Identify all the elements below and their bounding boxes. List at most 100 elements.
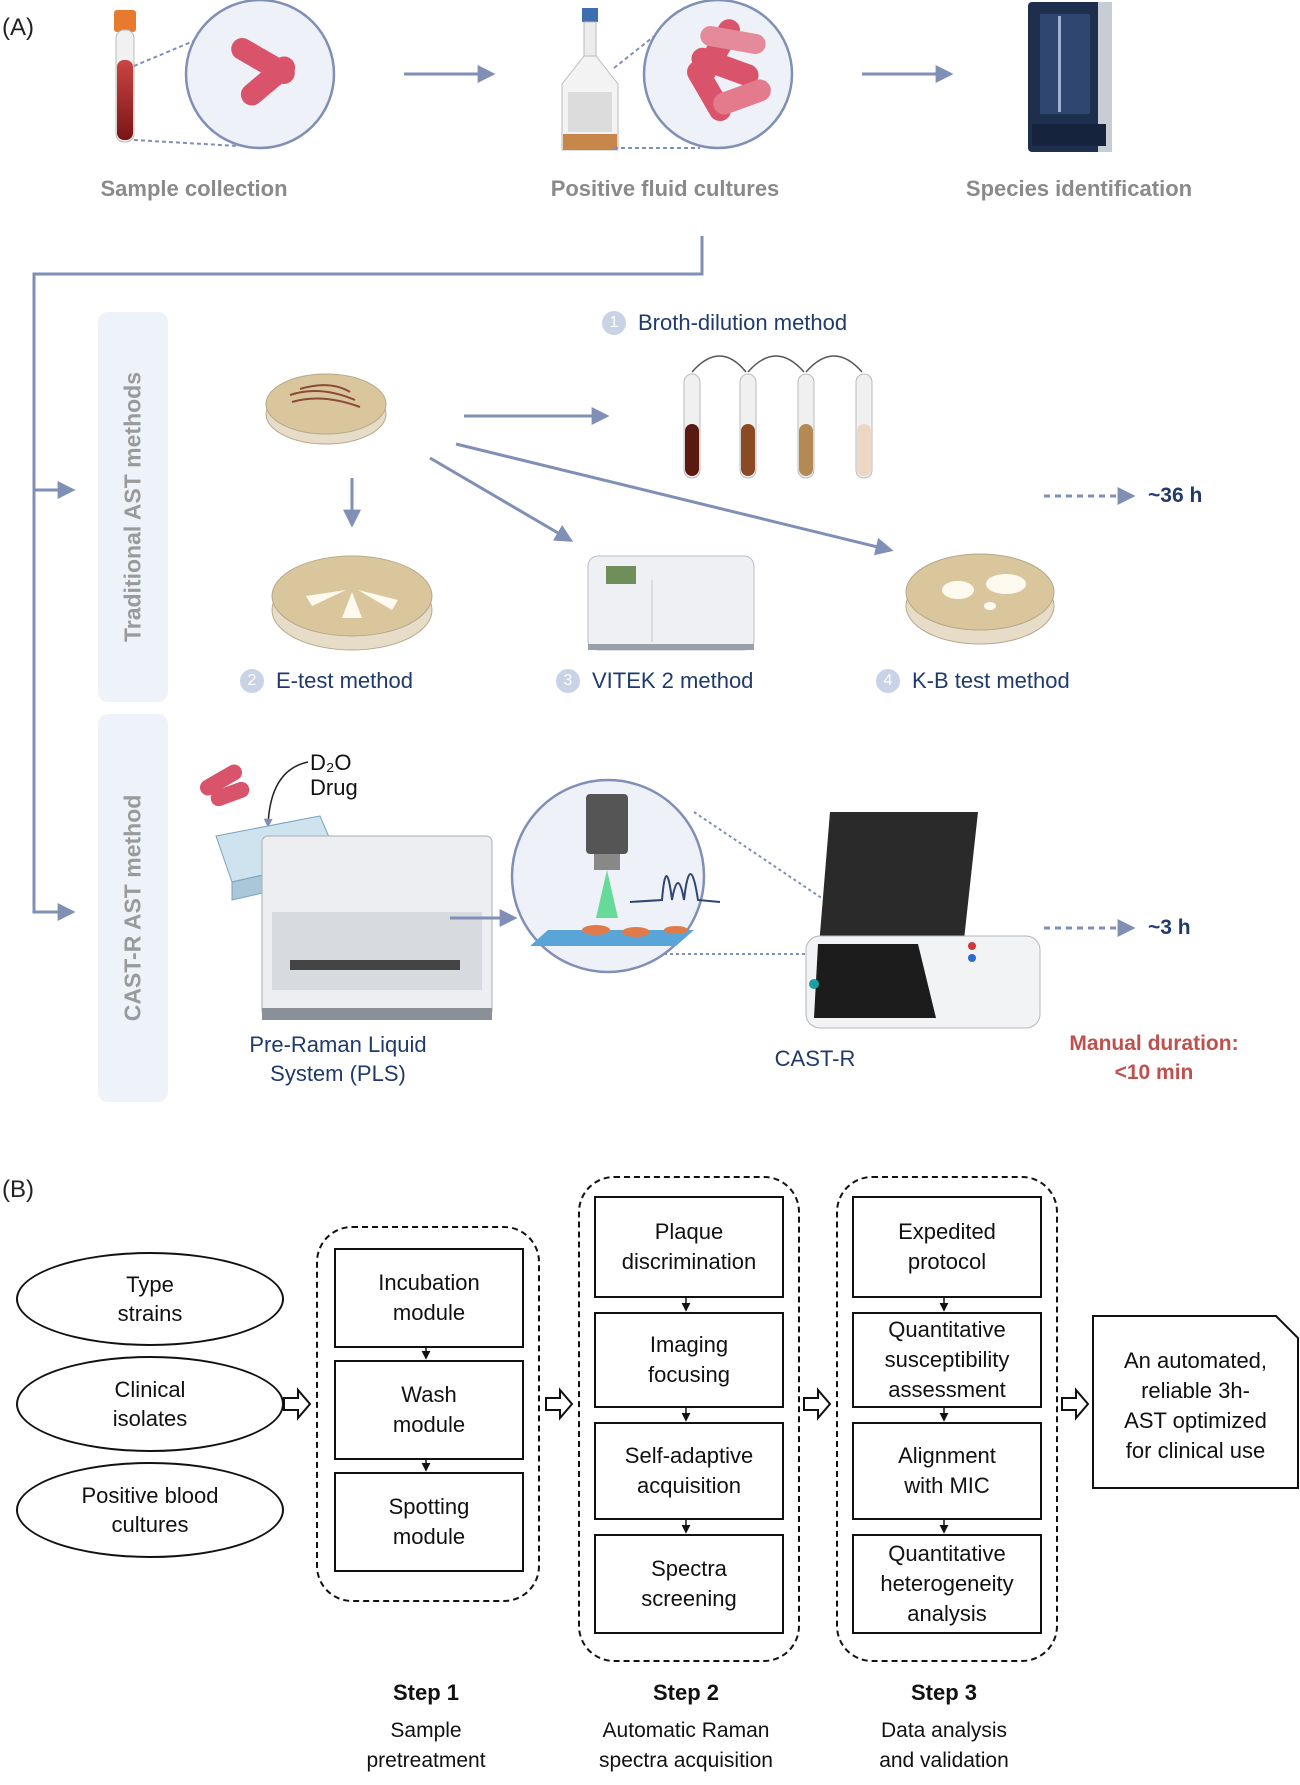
output-line: AST optimized: [1124, 1408, 1267, 1433]
kb-test-dish-icon: [905, 553, 1055, 645]
module-line: Expedited: [898, 1219, 996, 1244]
step1-container: [316, 1226, 540, 1602]
step1-description: Sample pretreatment: [306, 1716, 546, 1776]
manual-duration-line1: Manual duration:: [1069, 1032, 1239, 1055]
module-heterogeneity-analysis: Quantitative heterogeneity analysis: [852, 1534, 1042, 1634]
module-spectra-screening: Spectra screening: [594, 1534, 784, 1634]
module-line: discrimination: [621, 1249, 757, 1274]
etest-dish-icon: [271, 555, 433, 651]
cast-r-time-label: ~3 h: [1148, 916, 1191, 939]
pls-label: Pre-Raman Liquid System (PLS): [220, 1030, 456, 1088]
method-label: Broth-dilution method: [638, 310, 848, 335]
module-line: Spotting: [388, 1494, 470, 1519]
module-line: Plaque: [654, 1219, 724, 1244]
module-wash: Wash module: [334, 1360, 524, 1460]
raman-microscope-icon: [510, 778, 721, 974]
reagent-d2o: D₂O: [310, 750, 352, 775]
reagent-drug: Drug: [310, 775, 358, 800]
module-line: acquisition: [637, 1473, 741, 1498]
module-line: Self-adaptive: [624, 1443, 754, 1468]
broth-dilution-tubes-icon: [683, 355, 873, 479]
bacteria-small-icon: [200, 764, 250, 807]
input-line: Clinical: [114, 1377, 186, 1402]
panel-a-label: (A): [2, 14, 34, 41]
module-line: Alignment: [898, 1443, 996, 1468]
document-shape: [1092, 1315, 1299, 1489]
step3-title: Step 3: [910, 1680, 978, 1705]
manual-duration-label: Manual duration: <10 min: [1044, 1029, 1264, 1087]
hollow-arrow-icons: [283, 1387, 1090, 1421]
pls-label-line2: System (PLS): [270, 1061, 406, 1086]
module-line: protocol: [907, 1249, 987, 1274]
traditional-time-label: ~36 h: [1148, 484, 1203, 507]
module-line: module: [392, 1524, 466, 1549]
step2-title: Step 2: [652, 1680, 720, 1705]
input-positive-blood-cultures: Positive blood cultures: [16, 1462, 284, 1558]
module-line: Quantitative: [888, 1541, 1006, 1566]
module-alignment-mic: Alignment with MIC: [852, 1422, 1042, 1520]
stage-label-sample-collection: Sample collection: [100, 176, 288, 201]
stage-label-positive-cultures: Positive fluid cultures: [550, 176, 780, 201]
panel-b-label: (B): [2, 1176, 34, 1203]
module-line: focusing: [648, 1362, 730, 1387]
module-line: Spectra: [651, 1556, 727, 1581]
module-plaque-discrimination: Plaque discrimination: [594, 1196, 784, 1298]
blood-tube-icon: [114, 10, 136, 143]
module-self-adaptive-acquisition: Self-adaptive acquisition: [594, 1422, 784, 1520]
step2-container: [578, 1176, 800, 1662]
petri-dish-streak-icon: [265, 373, 387, 445]
module-line: module: [392, 1412, 466, 1437]
method-label: K-B test method: [912, 668, 1070, 693]
step2-description: Automatic Raman spectra acquisition: [556, 1716, 816, 1776]
step-desc-line: pretreatment: [366, 1749, 486, 1772]
step1-title: Step 1: [392, 1680, 460, 1705]
module-line: Imaging: [649, 1332, 729, 1357]
module-line: analysis: [907, 1601, 987, 1626]
cast-r-device-label: CAST-R: [774, 1046, 856, 1071]
module-line: Incubation: [378, 1270, 480, 1295]
step-desc-line: and validation: [879, 1749, 1009, 1772]
step-desc-line: spectra acquisition: [599, 1749, 773, 1772]
mass-spectrometer-icon: [1028, 2, 1112, 152]
input-line: Type: [126, 1272, 174, 1297]
vitek2-instrument-icon: [587, 555, 755, 651]
input-line: cultures: [111, 1512, 189, 1537]
method-label: E-test method: [276, 668, 413, 693]
stage-label-species-identification: Species identification: [965, 176, 1193, 201]
output-statement: An automated, reliable 3h- AST optimized…: [1093, 1346, 1298, 1466]
module-line: heterogeneity: [880, 1571, 1014, 1596]
module-line: screening: [641, 1586, 737, 1611]
traditional-ast-tab: Traditional AST methods: [98, 312, 168, 702]
method-number-badge: 1: [602, 311, 626, 335]
step3-container: [836, 1176, 1058, 1662]
module-line: assessment: [888, 1377, 1006, 1402]
module-expedited-protocol: Expedited protocol: [852, 1196, 1042, 1298]
bacteria-magnified-icon: [184, 0, 336, 150]
method-vitek2: 3 VITEK 2 method: [556, 668, 753, 694]
method-etest: 2 E-test method: [240, 668, 413, 694]
module-line: Quantitative: [888, 1317, 1006, 1342]
method-number-badge: 3: [556, 669, 580, 693]
method-number-badge: 4: [876, 669, 900, 693]
module-line: Wash: [401, 1382, 457, 1407]
method-broth-dilution: 1 Broth-dilution method: [602, 310, 847, 336]
bacteria-cluster-icon: [642, 0, 794, 150]
output-line: An automated,: [1123, 1348, 1268, 1373]
input-line: strains: [117, 1301, 183, 1326]
input-type-strains: Type strains: [16, 1252, 284, 1346]
method-kb-test: 4 K-B test method: [876, 668, 1070, 694]
module-line: with MIC: [904, 1473, 990, 1498]
module-incubation: Incubation module: [334, 1248, 524, 1348]
step3-description: Data analysis and validation: [824, 1716, 1064, 1776]
module-imaging-focusing: Imaging focusing: [594, 1312, 784, 1408]
input-line: Positive blood: [81, 1483, 219, 1508]
module-spotting: Spotting module: [334, 1472, 524, 1572]
cast-r-ast-tab: CAST-R AST method: [98, 714, 168, 1102]
module-line: module: [392, 1300, 466, 1325]
step-desc-line: Automatic Raman: [602, 1719, 770, 1742]
output-line: reliable 3h-: [1141, 1378, 1250, 1403]
step-desc-line: Data analysis: [880, 1719, 1008, 1742]
